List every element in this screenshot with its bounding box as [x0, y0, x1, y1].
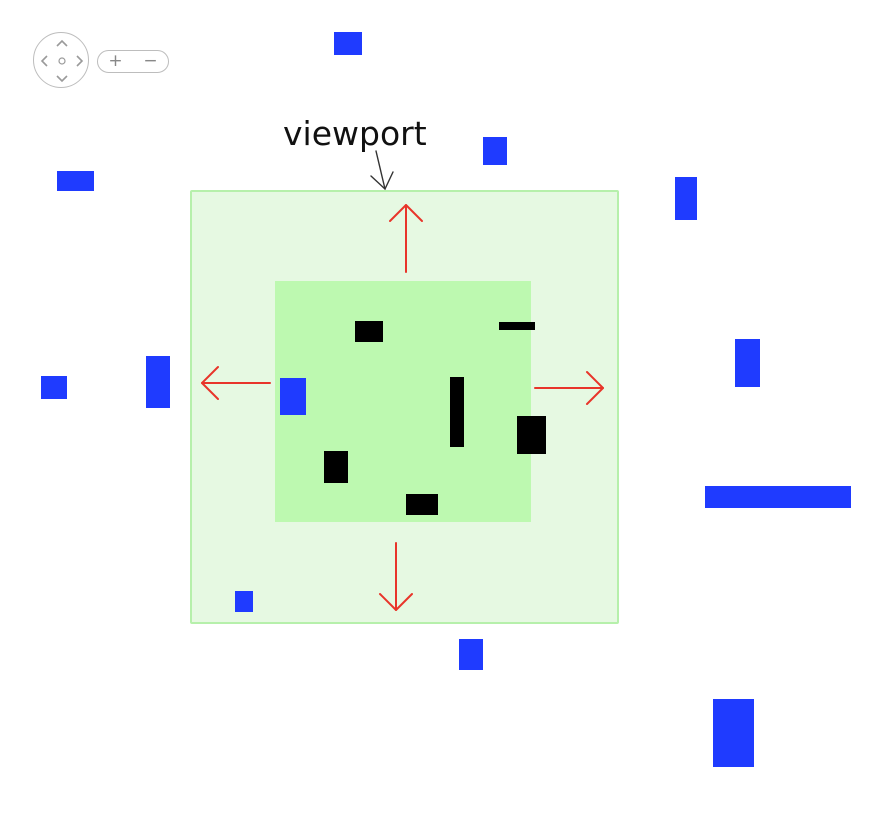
pan-right-icon[interactable] — [76, 55, 84, 67]
zoom-in-button[interactable]: + — [108, 51, 123, 71]
zoom-control: + − — [97, 50, 169, 73]
offscreen-item — [41, 376, 67, 399]
viewport-label: viewport — [283, 114, 427, 153]
visible-item — [517, 416, 546, 454]
offscreen-item — [483, 137, 507, 165]
arrow-up-icon — [389, 204, 423, 273]
offscreen-item — [713, 699, 754, 767]
offscreen-item — [705, 486, 851, 508]
offscreen-item — [57, 171, 94, 191]
visible-item — [499, 322, 535, 330]
arrow-right-icon — [534, 371, 604, 405]
buffered-item — [235, 591, 253, 612]
offscreen-item — [675, 177, 697, 220]
pan-up-icon[interactable] — [56, 39, 68, 47]
pan-arrows-icon — [40, 39, 84, 83]
offscreen-item — [459, 639, 483, 670]
visible-item — [450, 377, 464, 447]
visible-area — [275, 281, 531, 522]
pan-down-icon[interactable] — [56, 75, 68, 83]
offscreen-item — [334, 32, 362, 55]
visible-item — [355, 321, 383, 342]
visible-item — [406, 494, 438, 515]
arrow-left-icon — [201, 366, 271, 400]
pan-left-icon[interactable] — [40, 55, 48, 67]
pan-center-icon[interactable] — [58, 57, 66, 65]
visible-item — [324, 451, 348, 483]
arrow-down-icon — [379, 542, 413, 611]
buffered-item — [280, 378, 306, 415]
offscreen-item — [146, 356, 170, 408]
zoom-out-button[interactable]: − — [143, 51, 158, 71]
pan-control[interactable] — [33, 32, 89, 88]
label-pointer-icon — [370, 150, 394, 191]
offscreen-item — [735, 339, 760, 387]
